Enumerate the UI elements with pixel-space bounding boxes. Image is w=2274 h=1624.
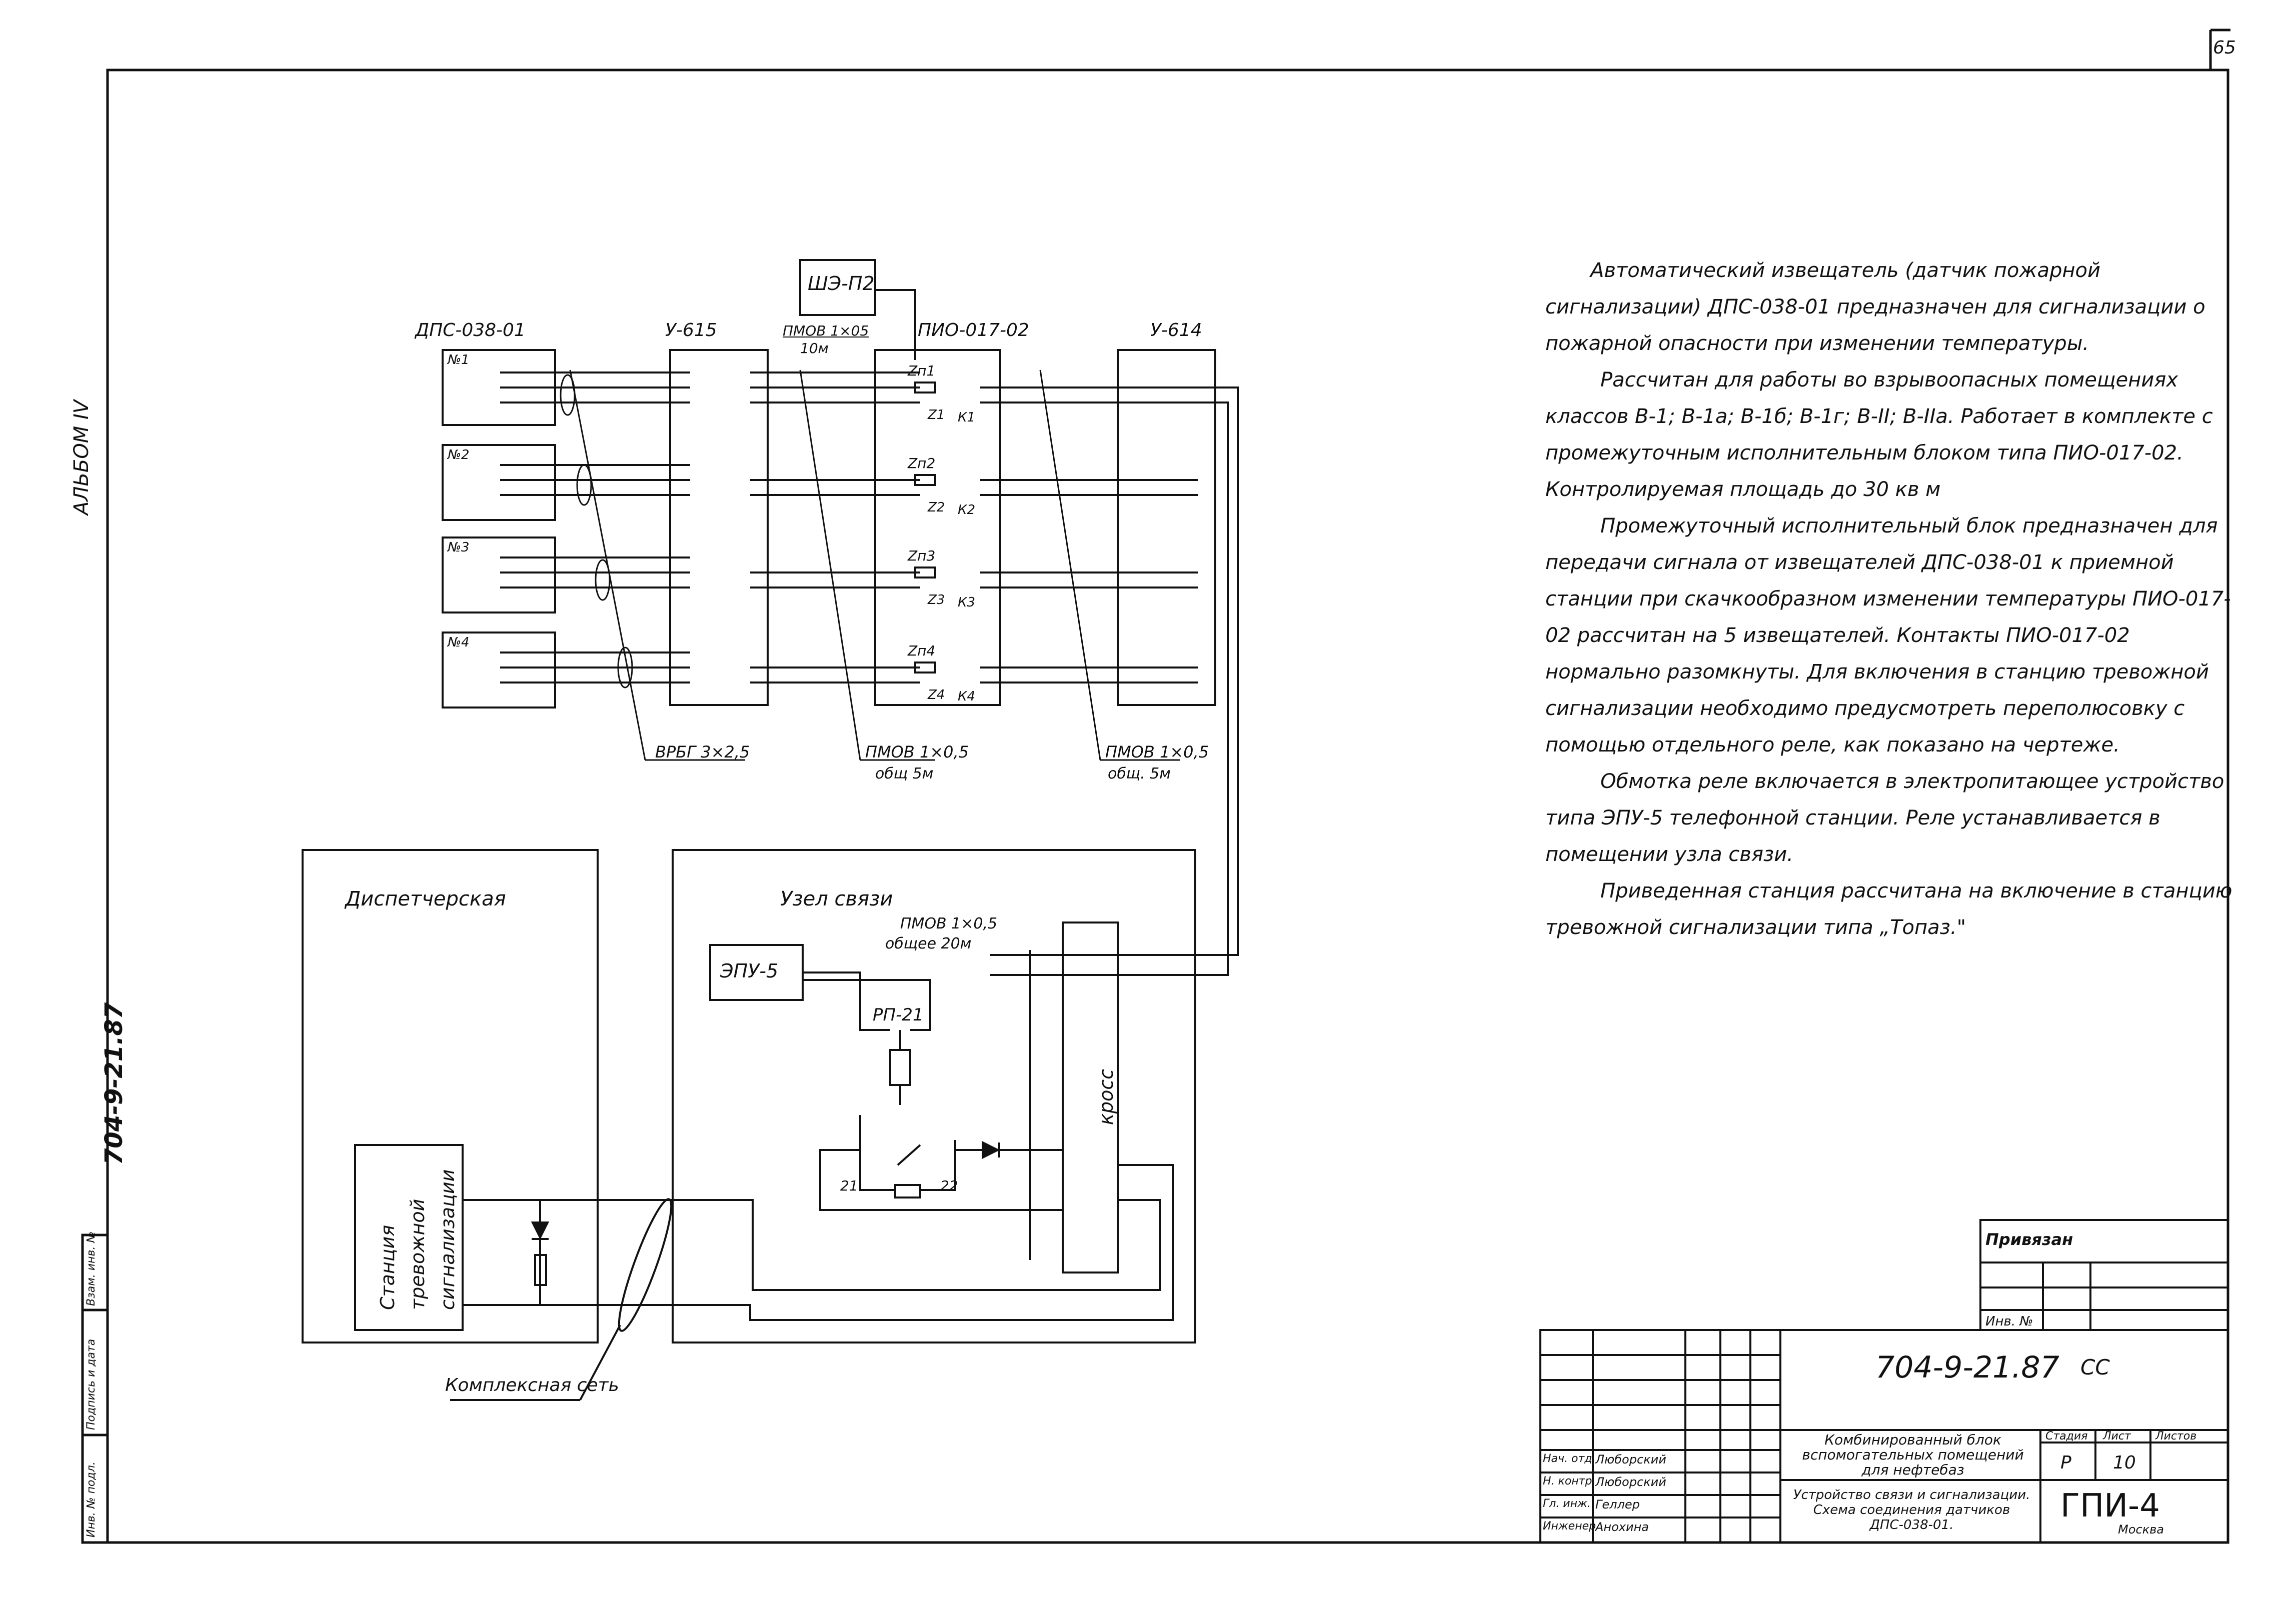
- left-stamp: [81, 1234, 109, 1544]
- room-node-label: Узел связи: [780, 888, 893, 910]
- left-stamp-cell-2: Подпись и дата: [85, 1338, 98, 1430]
- station-label: Станция тревожной сигнализации: [377, 1169, 459, 1310]
- pmov-top-label: ПМОВ 1×05: [783, 322, 869, 339]
- cable-vrbg: ВРБГ 3×2,5: [655, 742, 750, 762]
- sheet-header: Лист: [2103, 1430, 2131, 1442]
- z-1: Z1: [928, 408, 945, 422]
- pmov-3-label: ПМОВ 1×0,5: [900, 915, 998, 932]
- complex-net-label: Комплексная сеть: [445, 1375, 619, 1396]
- complex-net-cable: [618, 1198, 673, 1332]
- dps-title: ДПС-038-01: [415, 320, 526, 340]
- she-p2-box: [799, 259, 876, 316]
- sensor-num-3: №3: [448, 540, 470, 555]
- privyazan-label: Привязан: [1985, 1230, 2073, 1249]
- description-para-2: Рассчитан для работы во взрывоопасных по…: [1545, 368, 2213, 501]
- dispatch-room: [302, 849, 599, 1344]
- sensor-num-4: №4: [448, 635, 470, 650]
- org-name: ГПИ-4: [2060, 1488, 2160, 1524]
- contact-22: 22: [940, 1178, 958, 1194]
- zn-4: Zп4: [908, 642, 936, 659]
- sheet-value: 10: [2113, 1452, 2136, 1473]
- doc-code: 704-9-21.87: [1875, 1350, 2059, 1385]
- side-doc-code: 704-9-21.87: [100, 1002, 128, 1165]
- z-4: Z4: [928, 688, 945, 702]
- left-stamp-cell-1: Инв. № подл.: [85, 1462, 98, 1538]
- stage-header: Стадия: [2045, 1430, 2088, 1442]
- sensor-box-4: [442, 632, 556, 708]
- u614-title: У-614: [1150, 320, 1202, 340]
- cable-pmov-2: ПМОВ 1×0,5: [1105, 742, 1209, 762]
- zn-1: Zп1: [908, 362, 936, 379]
- inv-no-label: Инв. №: [1985, 1314, 2033, 1329]
- signer-name-3: Геллер: [1595, 1498, 1640, 1512]
- signer-role-3: Гл. инж.: [1543, 1498, 1591, 1510]
- cross-label: кросс: [1095, 1068, 1117, 1125]
- comm-node-room: [672, 849, 1196, 1344]
- sensor-box-3: [442, 536, 556, 614]
- org-city: Москва: [2118, 1522, 2164, 1536]
- station-box: [354, 1144, 464, 1331]
- signer-role-2: Н. контр.: [1543, 1475, 1596, 1488]
- epu-label: ЭПУ-5: [720, 960, 779, 982]
- room-dispatch-label: Диспетчерская: [345, 888, 506, 910]
- signer-name-2: Люборский: [1595, 1475, 1666, 1489]
- signer-name-1: Люборский: [1595, 1452, 1666, 1466]
- contact-21: 21: [840, 1178, 858, 1194]
- album-label: АЛЬБОМ IV: [70, 400, 93, 515]
- pmov-top-length: 10м: [800, 340, 829, 356]
- zn-3: Zп3: [908, 548, 936, 564]
- description-para-5: Приведенная станция рассчитана на включе…: [1545, 880, 2232, 939]
- sensor-box-2: [442, 444, 556, 521]
- sheet-title: Устройство связи и сигнализации. Схема с…: [1793, 1488, 2030, 1532]
- cross-box: [1062, 922, 1119, 1274]
- pio-block: [874, 349, 1001, 706]
- z-2: Z2: [928, 500, 945, 515]
- zn-2: Zп2: [908, 455, 936, 472]
- sheets-header: Листов: [2155, 1430, 2197, 1442]
- page-number: 65: [2213, 38, 2236, 58]
- she-p2-label: ШЭ-П2: [808, 272, 875, 294]
- z-3: Z3: [928, 592, 945, 608]
- cable-pmov-1: ПМОВ 1×0,5: [865, 742, 969, 762]
- doc-suffix: СС: [2080, 1355, 2110, 1380]
- signer-name-4: Анохина: [1595, 1520, 1649, 1534]
- k-1: К1: [958, 410, 976, 425]
- pmov-3-length: общее 20м: [885, 935, 972, 952]
- signer-role-4: Инженер: [1543, 1520, 1596, 1532]
- title-block: [1539, 1329, 2229, 1544]
- k-3: К3: [958, 595, 976, 610]
- sensor-num-1: №1: [448, 352, 470, 368]
- project-title: Комбинированный блок вспомогательных пом…: [1802, 1432, 2024, 1478]
- u615-title: У-615: [665, 320, 717, 340]
- left-stamp-cell-3: Взам. инв. №: [85, 1231, 98, 1306]
- sheet-frame: [106, 68, 2229, 1544]
- k-2: К2: [958, 502, 976, 518]
- description-para-1: Автоматический извещатель (датчик пожарн…: [1545, 259, 2205, 355]
- cable-pmov-1-length: общ 5м: [875, 765, 934, 782]
- description-text: Автоматический извещатель (датчик пожарн…: [1545, 252, 2235, 946]
- cable-pmov-2-length: общ. 5м: [1108, 765, 1171, 782]
- description-para-4: Обмотка реле включается в электропитающе…: [1545, 770, 2224, 866]
- signer-role-1: Нач. отд.: [1543, 1452, 1596, 1465]
- k-4: К4: [958, 689, 976, 704]
- relay-coil: [889, 1049, 911, 1086]
- description-para-3: Промежуточный исполнительный блок предна…: [1545, 514, 2231, 756]
- pio-title: ПИО-017-02: [918, 320, 1029, 340]
- sensor-num-2: №2: [448, 448, 470, 462]
- privyazan-table: [1979, 1219, 2229, 1331]
- u615-block: [669, 349, 769, 706]
- stage-value: Р: [2060, 1452, 2071, 1473]
- relay-label: РП-21: [873, 1005, 924, 1025]
- u614-block: [1117, 349, 1216, 706]
